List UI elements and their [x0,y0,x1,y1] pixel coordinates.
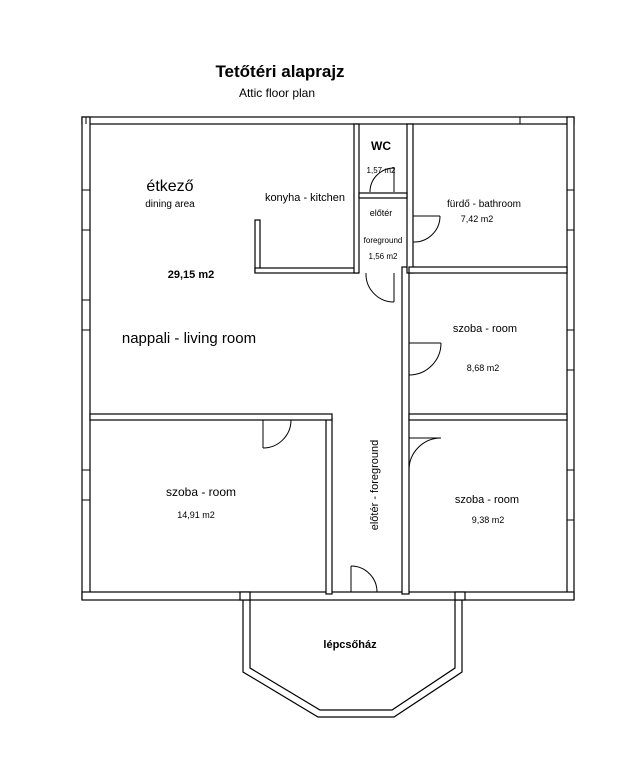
doors [262,167,442,593]
label-living: nappali - living room [122,330,256,347]
outer-wall-top [81,116,575,125]
partition-room-room [408,413,568,421]
kitchen-wall-horizontal [254,267,359,274]
label-room-right-mid-area: 8,68 m2 [467,363,500,373]
label-room-right-bottom-area: 9,38 m2 [472,515,505,525]
door-small-hall [365,272,395,303]
corridor-wall-left [325,417,333,595]
partition-bathroom-room [408,266,568,274]
label-wc: WC [371,139,391,153]
plan-subtitle: Attic floor plan [239,86,315,100]
label-room-right-bottom: szoba - room [455,494,519,506]
label-living-area: 29,15 m2 [168,269,214,281]
label-bathroom: fürdő - bathroom [447,199,521,210]
kitchen-wall-vertical [254,219,261,273]
label-room-left-bottom-area: 14,91 m2 [177,510,215,520]
wc-wall-middle [358,192,408,199]
outer-wall-right [566,116,575,600]
door-room-right-bottom [408,437,442,471]
stairwell-wall-stub-right [454,591,466,601]
window-marks [82,117,574,521]
plan-title: Tetőtéri alaprajz [215,62,344,81]
label-bathroom-area: 7,42 m2 [461,214,494,224]
label-corridor: előtér - foreground [369,440,381,531]
label-dining-en: dining area [145,199,195,210]
label-small-hall: előtér [370,208,393,218]
label-room-left-bottom: szoba - room [166,485,236,499]
label-small-hall-area: 1,56 m2 [369,252,398,261]
label-dining: étkező [146,178,193,195]
partition-living-room [89,413,333,421]
door-room-right-mid [408,342,442,376]
walls [81,116,575,601]
door-room-left-bottom [262,419,292,449]
stairwell-wall-stub-left [239,591,251,601]
door-bathroom [412,215,441,243]
label-stairwell: lépcsőház [323,639,377,651]
corridor-wall-right [401,266,410,595]
label-wc-area: 1,57 m2 [367,166,396,175]
door-wc [369,167,395,193]
label-small-hall-en: foreground [364,236,403,245]
wc-wall-left [353,123,360,274]
outer-wall-left [81,116,91,600]
door-stairwell [350,565,378,593]
wc-wall-right [406,123,414,274]
stairwell-bay [242,600,463,718]
label-room-right-mid: szoba - room [453,323,517,335]
label-kitchen: konyha - kitchen [265,192,345,204]
